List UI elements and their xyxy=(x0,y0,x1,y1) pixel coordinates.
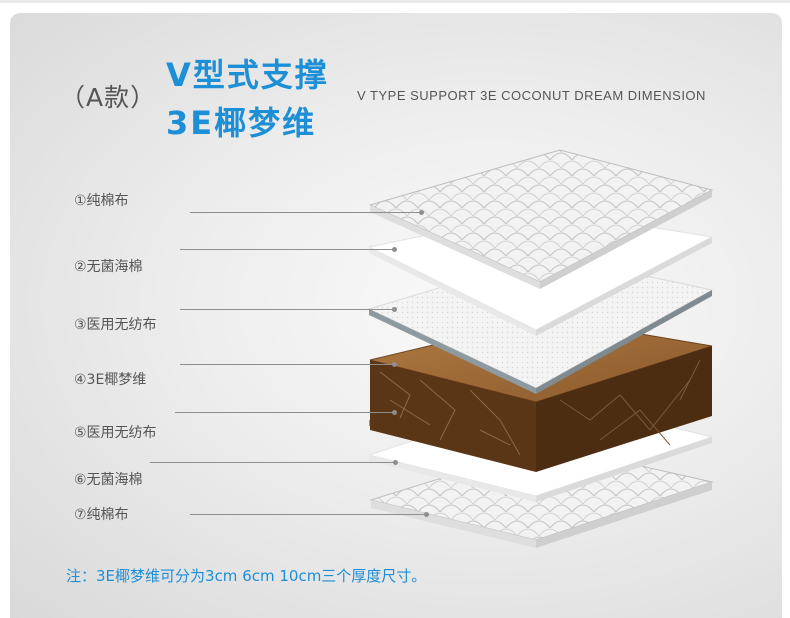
layer-1-label: ①纯棉布 xyxy=(74,193,129,209)
top-divider xyxy=(0,0,790,3)
layer-4-label: ④3E椰梦维 xyxy=(74,372,147,388)
title-line-2: 3E椰梦维 xyxy=(166,104,317,142)
title-line-1: V型式支撑 xyxy=(166,56,329,94)
layer-6-label: ⑥无菌海棉 xyxy=(74,472,143,488)
layer-3-leader-line xyxy=(180,307,397,312)
layer-2-leader-line xyxy=(180,247,397,252)
layer-1-leader-line xyxy=(190,210,424,215)
variant-label: （A款） xyxy=(60,83,157,112)
layer-7-leader-line xyxy=(190,512,429,517)
layer-6-leader-line xyxy=(150,460,398,465)
layer-5-label: ⑤医用无纺布 xyxy=(74,425,157,441)
thickness-footnote: 注：3E椰梦维可分为3cm 6cm 10cm三个厚度尺寸。 xyxy=(66,567,427,585)
layer-3-label: ③医用无纺布 xyxy=(74,317,157,333)
layer-1-cotton-cloth-shape xyxy=(368,149,714,289)
layer-4-leader-line xyxy=(180,362,397,367)
layer-5-leader-line xyxy=(175,410,397,415)
layer-2-label: ②无菌海棉 xyxy=(74,259,143,275)
english-subtitle: V TYPE SUPPORT 3E COCONUT DREAM DIMENSIO… xyxy=(357,88,706,103)
layer-7-label: ⑦纯棉布 xyxy=(74,507,129,523)
